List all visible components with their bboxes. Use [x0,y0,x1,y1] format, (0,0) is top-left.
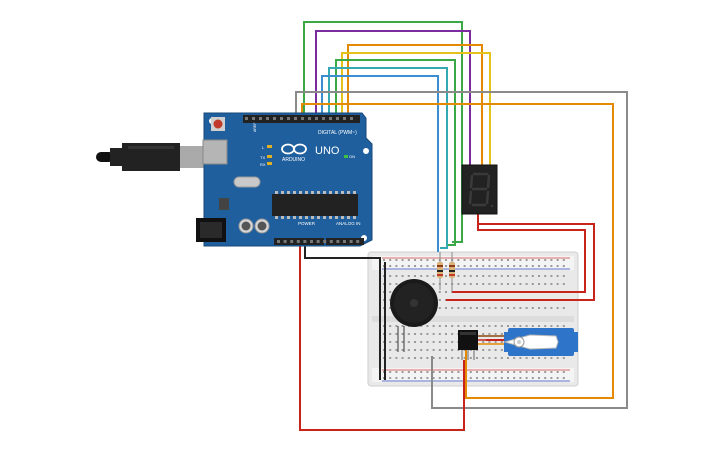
piezo-buzzer-icon[interactable] [390,279,438,352]
tx-label: TX [260,155,265,160]
aref-label: AREF [253,123,257,132]
wire-yellow [341,52,491,165]
wire-teal [328,67,448,249]
wire-red-2 [452,214,586,293]
servo-motor-icon[interactable] [478,328,578,356]
analog-label: ANALOG IN [336,221,361,226]
resistor-2[interactable] [449,252,455,292]
arduino-board[interactable]: DIGITAL (PWM~) AREF L TX RX UNO ARDUINO … [196,112,373,247]
reset-button-icon[interactable] [211,117,225,131]
rx-label: RX [260,162,266,167]
usb-cable-icon [96,143,210,171]
resistor-1[interactable] [437,252,443,290]
wire-bundle [295,21,628,409]
wire-gray [295,91,628,409]
crystal [233,176,261,188]
wire-blue [321,75,439,252]
wire-green-2 [335,59,456,246]
l-label: L [262,145,265,150]
wire-orange-2 [301,103,614,399]
power-label: POWER [298,221,316,226]
model-label: UNO [315,145,340,157]
microcontroller-chip [272,191,358,219]
brand-label: ARDUINO [282,157,305,163]
digital-label: DIGITAL (PWM~) [318,130,357,136]
seven-segment-display[interactable] [461,164,498,215]
wire-red-3 [299,240,465,431]
wire-purple [315,30,471,165]
arduino-infinity-logo [281,143,307,155]
wire-green-1 [303,21,463,243]
black-wires [304,240,386,380]
on-label: ON [349,154,355,159]
sensor-module[interactable] [458,330,478,360]
usb-port [202,139,228,165]
wire-black-gnd [304,240,381,380]
